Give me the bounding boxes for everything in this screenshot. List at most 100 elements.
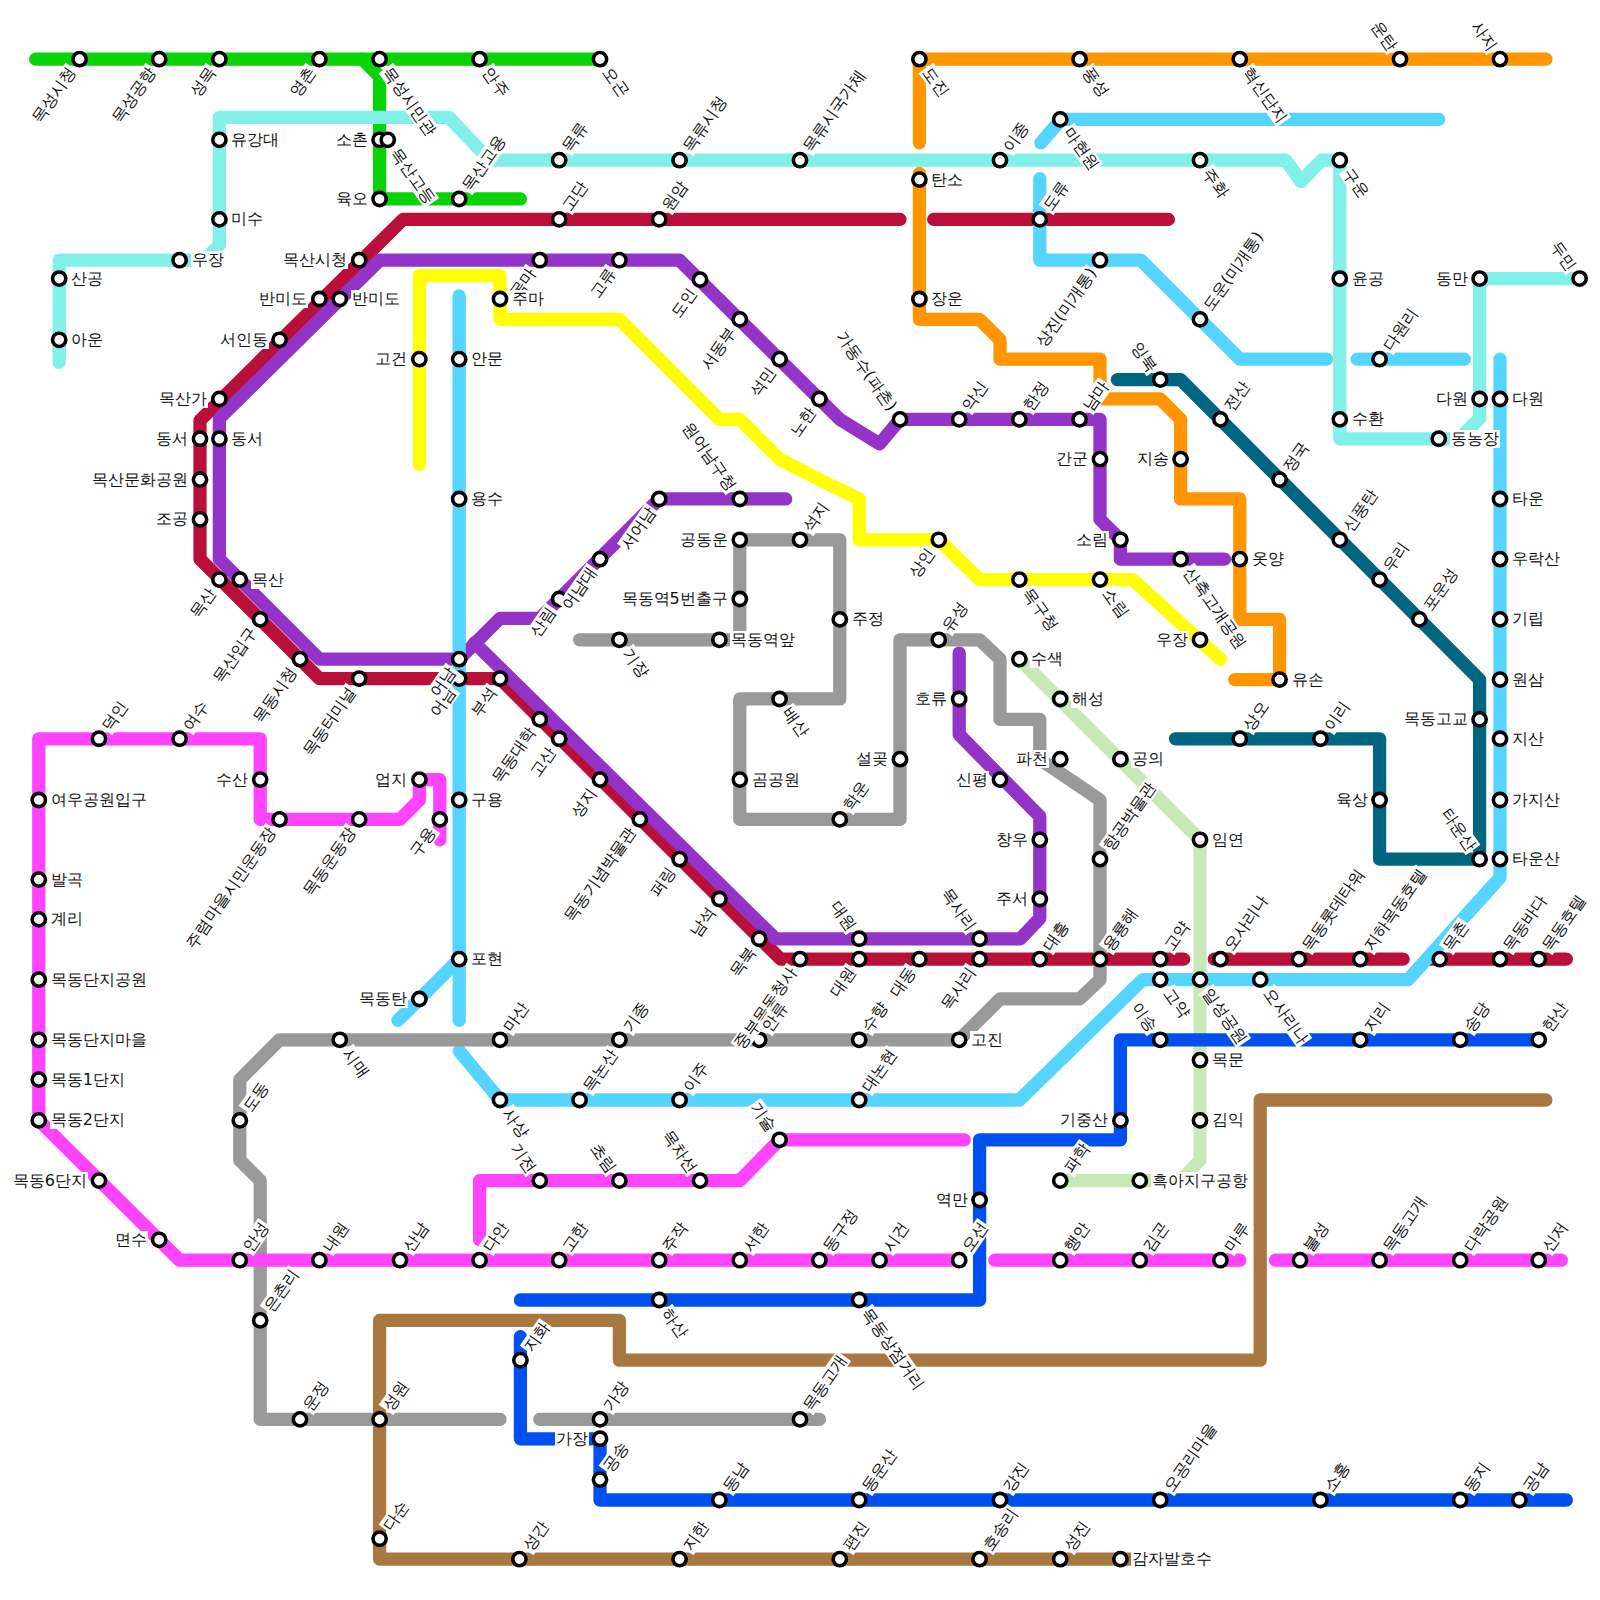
station-label: 시건: [879, 1218, 913, 1256]
station-dot: [173, 254, 186, 267]
station-dot: [753, 932, 766, 945]
station-label: 조공: [155, 510, 189, 528]
station-label: 파천: [1015, 750, 1049, 768]
station-dot: [53, 272, 66, 285]
station-dot: [213, 573, 226, 586]
station-label: 공의: [1131, 750, 1165, 768]
station-label: 유손: [1291, 671, 1325, 689]
station-dot: [773, 353, 786, 366]
station-label: 다락공원: [1459, 1192, 1512, 1256]
station-label: 소림: [1099, 583, 1133, 621]
station-label: 학운: [839, 777, 873, 815]
station-label: 우리: [1379, 538, 1413, 576]
station-dot: [353, 813, 366, 826]
station-dot: [1333, 413, 1346, 426]
station-dot: [1233, 553, 1246, 566]
station-dot: [1193, 313, 1206, 326]
station-label: 목동운동장: [298, 823, 360, 900]
station-label: 사상: [499, 1104, 533, 1142]
station-label: 정국: [1279, 438, 1313, 476]
station-label: 목동고개: [799, 1351, 852, 1415]
station-dot: [381, 133, 394, 146]
station-dot: [1393, 53, 1406, 66]
station-label: 목류: [558, 118, 592, 156]
station-label: 다순: [379, 1497, 413, 1535]
station-dot: [1154, 953, 1167, 966]
station-dot: [793, 1413, 806, 1426]
station-dot: [1493, 953, 1506, 966]
station-dot: [453, 492, 466, 505]
station-label: 김익: [1211, 1111, 1245, 1129]
station-label: 신저: [1538, 1218, 1572, 1256]
station-dot: [913, 953, 926, 966]
station-dot: [514, 1354, 527, 1367]
station-dot: [1193, 633, 1206, 646]
station-dot: [1333, 154, 1346, 167]
station-dot: [1433, 953, 1446, 966]
station-dot: [233, 1254, 246, 1267]
station-label: 목동2단지: [50, 1111, 126, 1129]
station-dot: [1493, 553, 1506, 566]
station-dot: [593, 1473, 606, 1486]
station-label: 다원리: [1379, 304, 1422, 355]
station-dot: [1532, 1254, 1545, 1267]
station-dot: [1493, 492, 1506, 505]
station-label: 목문: [1211, 1051, 1245, 1069]
station-label: 지리: [1359, 998, 1393, 1036]
station-dot: [1314, 1493, 1327, 1506]
station-label: 고건: [374, 350, 408, 368]
station-label: 목성시청: [28, 63, 81, 127]
station-dot: [254, 1314, 267, 1327]
station-dot: [1454, 1254, 1467, 1267]
station-dot: [553, 154, 566, 167]
station-dot: [733, 592, 746, 605]
station-label: 석민: [746, 363, 780, 401]
station-label: 가동수(파촌): [832, 328, 901, 416]
station-label: 창우: [995, 831, 1029, 849]
station-label: 강진: [999, 1458, 1033, 1496]
station-dot: [593, 773, 606, 786]
station-dot: [32, 1114, 45, 1127]
station-label: 동운산: [858, 1445, 901, 1496]
station-label: 운탄: [1367, 17, 1401, 55]
station-label: 이송: [1127, 998, 1161, 1036]
station-label: 수산: [215, 771, 249, 789]
station-dot: [1454, 1493, 1467, 1506]
station-dot: [493, 672, 506, 685]
station-dot: [353, 672, 366, 685]
station-dot: [673, 154, 686, 167]
station-dot: [993, 773, 1006, 786]
station-label: 우장: [191, 251, 225, 269]
station-dot: [913, 53, 926, 66]
station-label: 타운: [1511, 490, 1545, 508]
station-label: 목산: [186, 583, 220, 621]
station-dot: [1193, 154, 1206, 167]
station-label: 여수: [179, 697, 213, 735]
station-dot: [1473, 272, 1486, 285]
station-label: 신풍탄: [1339, 485, 1382, 536]
station-label: 지화: [519, 1318, 553, 1356]
station-dot: [1573, 272, 1586, 285]
station-dot: [173, 732, 186, 745]
station-label: 호류: [914, 690, 948, 708]
station-label: 목산고용: [458, 131, 511, 195]
station-label: 대흥: [1039, 917, 1073, 955]
station-label: 잉북: [1127, 338, 1161, 376]
station-dot: [1254, 973, 1267, 986]
station-dot: [1033, 213, 1046, 226]
station-dot: [313, 1254, 326, 1267]
station-dot: [953, 692, 966, 705]
station-label: 육오: [335, 190, 369, 208]
station-label: 구운: [1339, 164, 1373, 202]
station-label: 도운(미개통): [1199, 228, 1268, 316]
station-label: 성간: [518, 1517, 552, 1555]
station-label: 목동상점거리: [858, 1304, 929, 1395]
station-label: 상진(미개통): [1032, 264, 1101, 352]
station-dot: [1333, 272, 1346, 285]
station-dot: [1174, 553, 1187, 566]
station-label: 성원: [379, 1377, 413, 1415]
station-label: 업지: [374, 771, 408, 789]
station-dot: [853, 1293, 866, 1306]
station-dot: [833, 1553, 846, 1566]
